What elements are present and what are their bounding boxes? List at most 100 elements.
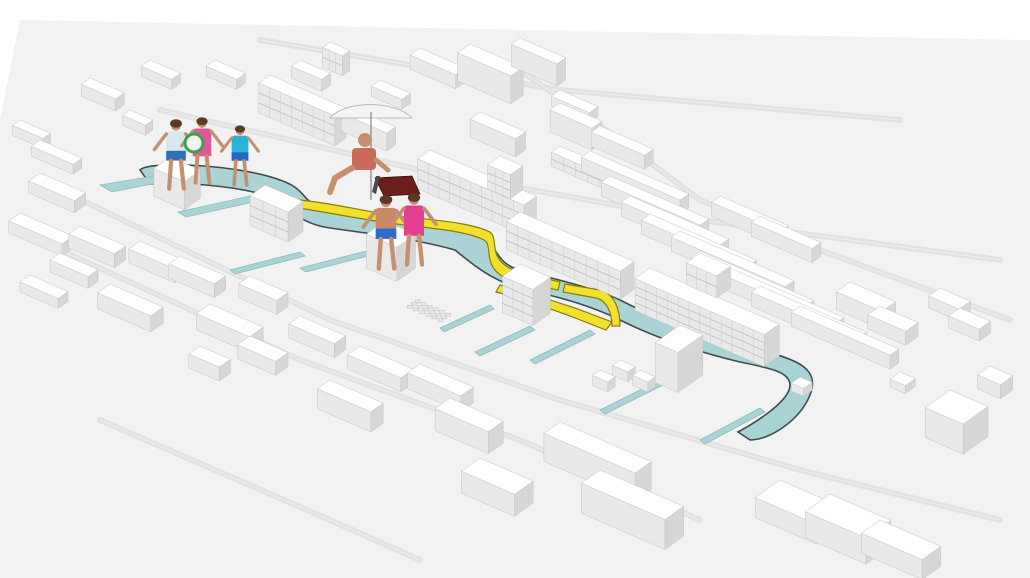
building-7 <box>80 77 125 112</box>
water-strip-3 <box>229 251 306 275</box>
building-16 <box>30 139 83 175</box>
parking-bay <box>414 299 421 304</box>
road-line-2 <box>159 109 1001 261</box>
building-roof <box>543 421 652 474</box>
buildings-layer <box>8 37 1014 578</box>
parking-bay <box>445 312 451 317</box>
building-roof <box>632 369 656 383</box>
building-56 <box>434 397 504 455</box>
parking-bay <box>439 310 445 314</box>
hair <box>196 117 208 126</box>
building-roof <box>249 184 304 213</box>
building-roof <box>580 469 685 520</box>
building-roof <box>12 119 51 139</box>
building-roof <box>122 109 154 126</box>
building-5 <box>510 37 567 87</box>
people-figures <box>152 104 438 271</box>
building-roof <box>670 230 795 287</box>
building-20 <box>634 267 780 368</box>
building-floor-line <box>686 273 717 288</box>
building-roof <box>790 305 900 356</box>
building-2 <box>322 41 351 77</box>
building-1 <box>290 59 331 92</box>
girl-swimmer-figure <box>390 193 438 267</box>
arm-left <box>361 208 378 229</box>
building-58 <box>580 469 685 550</box>
building-65 <box>924 389 989 455</box>
building-0 <box>205 59 246 90</box>
building-44 <box>49 252 99 289</box>
building-70 <box>790 376 813 397</box>
building-51 <box>347 345 414 393</box>
building-63 <box>948 307 991 342</box>
water-strip-8 <box>439 304 495 333</box>
building-19 <box>505 211 635 300</box>
building-floor-line <box>502 293 534 308</box>
building-roof <box>685 252 731 277</box>
arm-right <box>209 129 224 148</box>
building-roof <box>288 315 347 344</box>
building-roof <box>549 102 603 129</box>
legs <box>327 165 355 195</box>
torso <box>231 135 249 154</box>
building-floor-line <box>249 205 289 223</box>
building-roof <box>505 211 635 272</box>
boardwalk-2 <box>562 283 621 327</box>
building-36 <box>502 263 551 326</box>
leg-left <box>167 158 174 191</box>
road-line-0 <box>39 179 1001 521</box>
building-roof <box>654 324 704 353</box>
building-floor-line <box>502 284 534 299</box>
building-39 <box>685 252 731 299</box>
building-floor-line <box>258 92 335 127</box>
hair <box>170 119 182 128</box>
leg-left <box>232 159 238 187</box>
building-72 <box>632 369 656 393</box>
building-roof <box>80 77 125 100</box>
building-roof <box>750 215 822 249</box>
building-roof <box>8 212 74 245</box>
building-roof <box>28 172 87 201</box>
building-roof <box>590 125 654 156</box>
leg-right <box>388 236 397 271</box>
building-9 <box>370 79 411 110</box>
building-roof <box>924 389 989 425</box>
torso <box>375 207 397 231</box>
leg-right <box>416 233 425 267</box>
building-68 <box>860 519 942 578</box>
building-roof <box>407 363 474 397</box>
shorts <box>166 150 186 161</box>
girl-right-figure <box>220 125 260 187</box>
water-strip-6 <box>529 329 596 365</box>
parking-bay <box>417 305 423 309</box>
beach-ball <box>183 132 205 154</box>
leg-left <box>376 236 384 271</box>
building-30 <box>790 305 900 370</box>
building-roof <box>580 150 690 201</box>
building-34 <box>249 184 304 243</box>
building-45 <box>19 274 69 309</box>
deck-chair <box>372 175 421 197</box>
shorts <box>192 147 212 157</box>
sunbather-figure <box>327 133 391 195</box>
building-37 <box>654 324 704 393</box>
building-69 <box>889 371 916 395</box>
building-73 <box>592 369 616 393</box>
building-roof <box>97 283 164 317</box>
leg-right <box>204 154 212 185</box>
arm <box>373 157 391 173</box>
building-roof <box>460 457 534 495</box>
water-strip-7 <box>474 325 536 357</box>
building-roof <box>434 397 504 432</box>
building-roof <box>19 274 69 299</box>
building-roof <box>487 155 524 175</box>
road-line-4 <box>99 419 421 561</box>
building-roof <box>205 59 246 80</box>
building-roof <box>237 335 289 362</box>
arm-right <box>422 206 438 227</box>
water-strip-5 <box>699 407 766 445</box>
building-roof <box>49 252 99 277</box>
building-roof <box>502 263 551 290</box>
shorts <box>231 152 249 161</box>
